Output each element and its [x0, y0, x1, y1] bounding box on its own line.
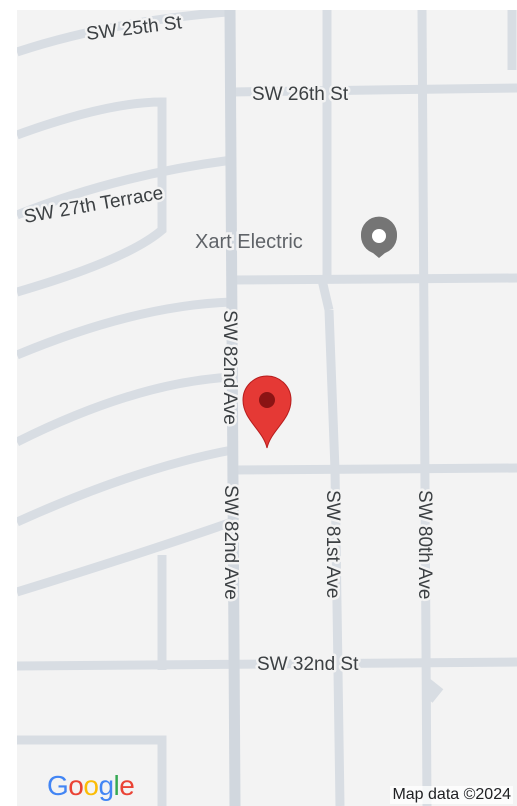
road-curve-1 — [17, 97, 167, 297]
road-sw-32nd-st — [17, 657, 517, 671]
road-curve-3 — [17, 372, 233, 447]
label-sw-81st-ave: SW 81st Ave — [322, 490, 343, 598]
google-logo[interactable]: Google — [47, 770, 135, 801]
road-sw-81st-ave-mid — [324, 309, 340, 471]
road-curve-2 — [17, 297, 233, 360]
label-sw-26th-st: SW 26th St — [252, 84, 349, 105]
map-roads: SW 25th St SW 26th St SW 27th Terrace SW… — [17, 10, 517, 806]
place-marker-icon[interactable] — [361, 216, 398, 258]
poi-label[interactable]: Xart Electric — [193, 229, 306, 256]
road-sw-80th-ave — [417, 10, 432, 806]
road-curve-5 — [17, 517, 234, 597]
road-sw-25th-st — [17, 10, 228, 57]
label-sw-82nd-ave-lower: SW 82nd Ave — [220, 485, 241, 600]
label-sw-32nd-st: SW 32nd St — [257, 654, 359, 675]
label-sw-82nd-ave-upper: SW 82nd Ave — [219, 310, 240, 425]
road-mid-east — [231, 463, 517, 475]
road-bottom-curve — [17, 735, 167, 806]
map-pin-icon[interactable] — [242, 375, 292, 449]
road-small-loop — [424, 678, 444, 703]
map-attribution[interactable]: Map data ©2024 — [390, 786, 513, 804]
road-north-east — [231, 273, 517, 285]
road-sw-81st-ave — [317, 10, 345, 806]
map-canvas[interactable]: SW 25th St SW 26th St SW 27th Terrace SW… — [17, 10, 517, 806]
road-curve-4 — [17, 445, 233, 527]
label-sw-25th-st: SW 25th St — [85, 12, 184, 45]
road-sw-27th-terrace — [17, 155, 233, 220]
road-sw-26th-st — [231, 83, 517, 97]
road-sw-82nd-ave — [224, 10, 241, 806]
label-sw-80th-ave: SW 80th Ave — [414, 490, 435, 600]
